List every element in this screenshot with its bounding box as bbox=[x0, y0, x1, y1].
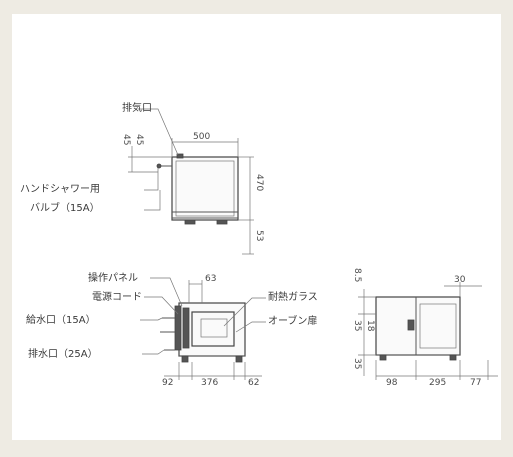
front-dim-right: 62 bbox=[248, 378, 260, 388]
side-dim-top-30: 30 bbox=[454, 275, 466, 285]
top-height-dim: 470 bbox=[254, 174, 264, 192]
side-view-dimensions bbox=[358, 282, 498, 380]
hand-shower-label-line2: バルブ（15A） bbox=[30, 203, 100, 214]
drain-label: 排水口（25A） bbox=[28, 349, 98, 360]
water-inlet-label: 給水口（15A） bbox=[26, 315, 96, 326]
oven-door-label: オーブン扉 bbox=[268, 316, 318, 327]
side-dim-bottom-right: 77 bbox=[470, 378, 482, 388]
top-view-unit bbox=[156, 153, 239, 225]
hand-shower-label-line1: ハンドシャワー用 bbox=[20, 184, 100, 195]
front-dim-middle: 376 bbox=[201, 378, 219, 388]
side-dim-left-upper: 8.5 bbox=[352, 268, 362, 283]
front-dim-63: 63 bbox=[205, 274, 217, 284]
front-view-unit bbox=[160, 302, 246, 363]
exhaust-label: 排気口 bbox=[122, 103, 152, 114]
drawing-sheet: 排気口 ハンドシャワー用 バルブ（15A） 500 470 53 45 45 操… bbox=[12, 14, 501, 440]
top-width-dim: 500 bbox=[193, 132, 211, 142]
front-view-dimensions bbox=[140, 277, 266, 380]
side-dim-top-left: 18 bbox=[365, 320, 375, 332]
control-panel-label: 操作パネル bbox=[88, 273, 138, 284]
side-dim-bottom-edge: 35 bbox=[352, 358, 362, 370]
dimension-drawing bbox=[128, 108, 498, 380]
power-cord-label: 電源コード bbox=[92, 292, 142, 303]
side-dim-left-lower: 35 bbox=[352, 320, 362, 332]
top-small-dim-lower: 45 bbox=[134, 134, 144, 146]
side-view-unit bbox=[375, 296, 461, 361]
side-dim-bottom-mid: 295 bbox=[429, 378, 447, 388]
top-small-dim-upper: 45 bbox=[121, 134, 131, 146]
top-view-dimensions bbox=[128, 108, 254, 255]
side-dim-bottom-left: 98 bbox=[386, 378, 398, 388]
front-dim-left: 92 bbox=[162, 378, 174, 388]
heat-glass-label: 耐熱ガラス bbox=[268, 292, 318, 303]
top-bottom-dim: 53 bbox=[254, 230, 264, 242]
